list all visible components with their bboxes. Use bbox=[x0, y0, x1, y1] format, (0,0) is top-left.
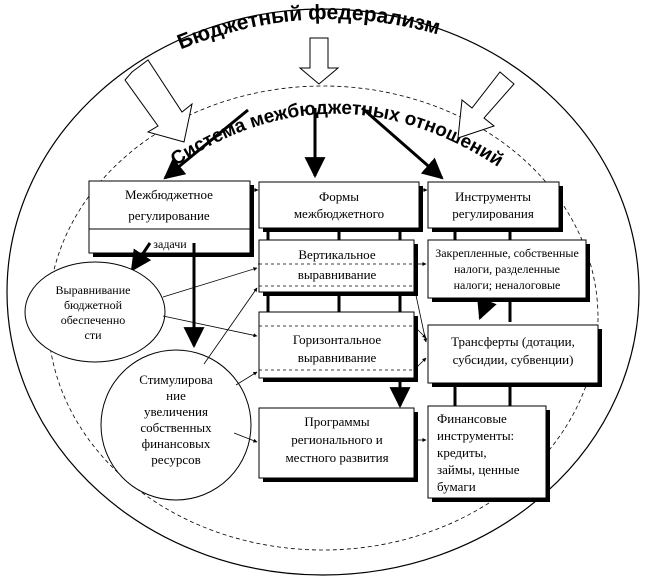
financial-line5: бумаги bbox=[437, 479, 476, 494]
stimulation-line4: собственных bbox=[140, 420, 212, 435]
stimulation-line3: увеличения bbox=[144, 404, 208, 419]
hollow-arrow-center bbox=[298, 37, 340, 85]
thick-arrow-to-instruments bbox=[361, 106, 444, 180]
equalization-line4: сти bbox=[85, 328, 103, 342]
taxes-line2: налоги, разделенные bbox=[454, 262, 560, 276]
financial-line3: кредиты, bbox=[437, 445, 487, 460]
ellipse-stimulation: Стимулирова ние увеличения собственных ф… bbox=[100, 349, 252, 501]
transfers-line2: субсидии, субвенции) bbox=[453, 352, 574, 367]
box-transfers: Трансферты (дотации, субсидии, субвенции… bbox=[427, 324, 602, 387]
forms-line1: Формы bbox=[319, 189, 359, 204]
taxes-line3: налоги; неналоговые bbox=[454, 278, 561, 292]
arrow-vertical-to-transfers bbox=[413, 285, 428, 343]
arrow-stimulation-to-horizontal bbox=[235, 371, 258, 386]
instruments-line1: Инструменты bbox=[455, 189, 531, 204]
financial-line2: инструменты: bbox=[437, 428, 514, 443]
vertical-line1: Вертикальное bbox=[298, 247, 375, 262]
box-instruments: Инструменты регулирования bbox=[427, 181, 563, 232]
box-regulation: Межбюджетное регулирование задачи bbox=[88, 180, 254, 257]
instruments-line2: регулирования bbox=[452, 206, 534, 221]
horizontal-line1: Горизонтальное bbox=[293, 332, 382, 347]
arrow-stimulation-to-programs bbox=[233, 432, 258, 443]
regulation-tasks: задачи bbox=[153, 237, 187, 251]
box-taxes: Закрепленные, собственные налоги, раздел… bbox=[427, 239, 590, 302]
regulation-line1: Межбюджетное bbox=[125, 187, 213, 202]
arrow-stimulation-to-vertical bbox=[203, 287, 258, 365]
vertical-line2: выравнивание bbox=[298, 267, 377, 282]
box-programs: Программы регионального и местного разви… bbox=[258, 407, 418, 482]
hollow-arrow-left bbox=[124, 59, 193, 143]
arrow-horizontal-to-transfers bbox=[413, 325, 427, 339]
title-bfederalism: Бюджетный федерализм bbox=[174, 1, 443, 54]
financial-line1: Финансовые bbox=[437, 411, 507, 426]
programs-line3: местного развития bbox=[285, 450, 388, 465]
thick-arrow-to-regulation bbox=[163, 108, 249, 180]
arrow-horizontal-low-to-transfers bbox=[413, 357, 427, 371]
regulation-line2: регулирование bbox=[128, 208, 210, 223]
equalization-line1: Выравнивание bbox=[56, 283, 131, 297]
programs-line1: Программы bbox=[304, 414, 369, 429]
box-horizontal: Горизонтальное выравнивание bbox=[258, 311, 418, 382]
inner-dashed-ellipse bbox=[47, 85, 599, 551]
box-vertical: Вертикальное выравнивание bbox=[258, 239, 418, 296]
stimulation-line1: Стимулирова bbox=[139, 372, 213, 387]
arrow-equalization-to-vertical bbox=[162, 267, 258, 298]
box-financial: Финансовые инструменты: кредиты, займы, … bbox=[427, 405, 550, 502]
arrow-equalization-to-horizontal bbox=[162, 315, 258, 338]
stimulation-line6: ресурсов bbox=[151, 452, 201, 467]
instr-arrow-taxes-to-transfers bbox=[477, 296, 497, 320]
thick-arrow-tasks-to-equalization bbox=[130, 242, 152, 272]
ellipse-equalization: Выравнивание бюджетной обеспеченно сти bbox=[24, 261, 166, 363]
programs-line2: регионального и bbox=[291, 432, 383, 447]
stimulation-line2: ние bbox=[166, 388, 186, 403]
outer-ellipse bbox=[6, 8, 640, 576]
transfers-line1: Трансферты (дотации, bbox=[451, 334, 575, 349]
horizontal-line2: выравнивание bbox=[298, 350, 377, 365]
equalization-line3: обеспеченно bbox=[61, 313, 126, 327]
box-forms: Формы межбюджетного bbox=[258, 181, 423, 232]
forms-line2: межбюджетного bbox=[294, 206, 384, 221]
equalization-line2: бюджетной bbox=[64, 298, 123, 312]
taxes-line1: Закрепленные, собственные bbox=[435, 246, 579, 260]
hollow-arrow-right bbox=[457, 71, 515, 139]
financial-line4: займы, ценные bbox=[437, 462, 520, 477]
stimulation-line5: финансовых bbox=[142, 436, 211, 451]
